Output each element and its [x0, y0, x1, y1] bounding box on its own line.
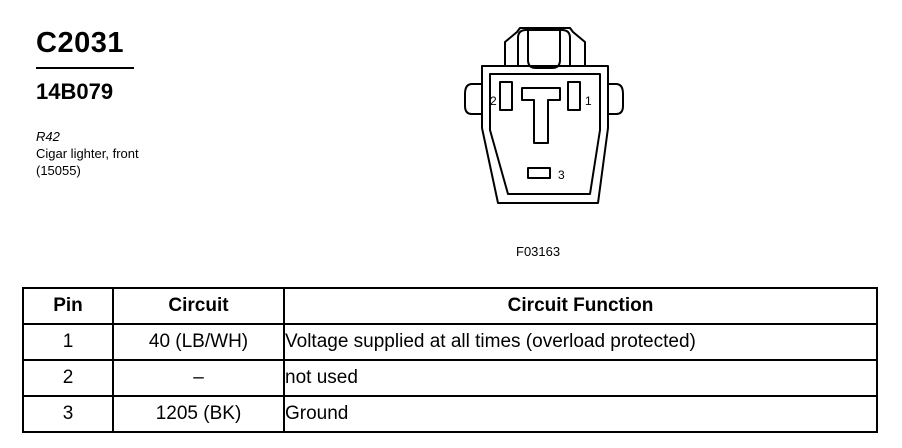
function-cell: Ground: [283, 395, 878, 433]
left-latch-ear: [464, 83, 482, 115]
connector-description: R42 Cigar lighter, front (15055): [36, 128, 139, 179]
figure-code: F03163: [516, 244, 561, 259]
lock-tab-inner: [517, 29, 571, 66]
pin-label-1: 1: [585, 94, 592, 108]
circuit-cell: 1205 (BK): [112, 395, 285, 433]
connector-id: C2031: [36, 27, 124, 59]
part-number: 14B079: [36, 79, 114, 104]
right-latch-ear: [608, 83, 624, 115]
pin-cavity-3: [527, 167, 551, 179]
table-row: 2 – not used: [22, 359, 878, 397]
connector-face-diagram: 2 1 3: [464, 27, 624, 204]
header-pin: Pin: [22, 287, 114, 325]
circuit-cell: 40 (LB/WH): [112, 323, 285, 361]
connector-id-underline: [36, 67, 134, 69]
pin-cell: 2: [22, 359, 114, 397]
pin-cavity-2: [499, 81, 513, 111]
pinout-table: Pin Circuit Circuit Function 1 40 (LB/WH…: [22, 287, 878, 433]
pin-cell: 3: [22, 395, 114, 433]
pin-label-3: 3: [558, 168, 565, 182]
table-row: 3 1205 (BK) Ground: [22, 395, 878, 433]
table-header-row: Pin Circuit Circuit Function: [22, 287, 878, 325]
header-circuit: Circuit: [112, 287, 285, 325]
circuit-cell: –: [112, 359, 285, 397]
center-key: [521, 87, 561, 144]
inner-cavity: [489, 73, 601, 195]
component-description: Cigar lighter, front: [36, 146, 139, 161]
lock-tab-outer: [504, 27, 586, 66]
pin-label-2: 2: [490, 94, 497, 108]
header-circuit-function: Circuit Function: [283, 287, 878, 325]
function-cell: not used: [283, 359, 878, 397]
table-row: 1 40 (LB/WH) Voltage supplied at all tim…: [22, 323, 878, 361]
function-cell: Voltage supplied at all times (overload …: [283, 323, 878, 361]
pin-cavity-1: [567, 81, 581, 111]
component-number: (15055): [36, 163, 81, 178]
lock-tab-core: [527, 30, 561, 69]
location-code: R42: [36, 129, 60, 144]
pin-cell: 1: [22, 323, 114, 361]
connector-outline: [481, 65, 609, 204]
